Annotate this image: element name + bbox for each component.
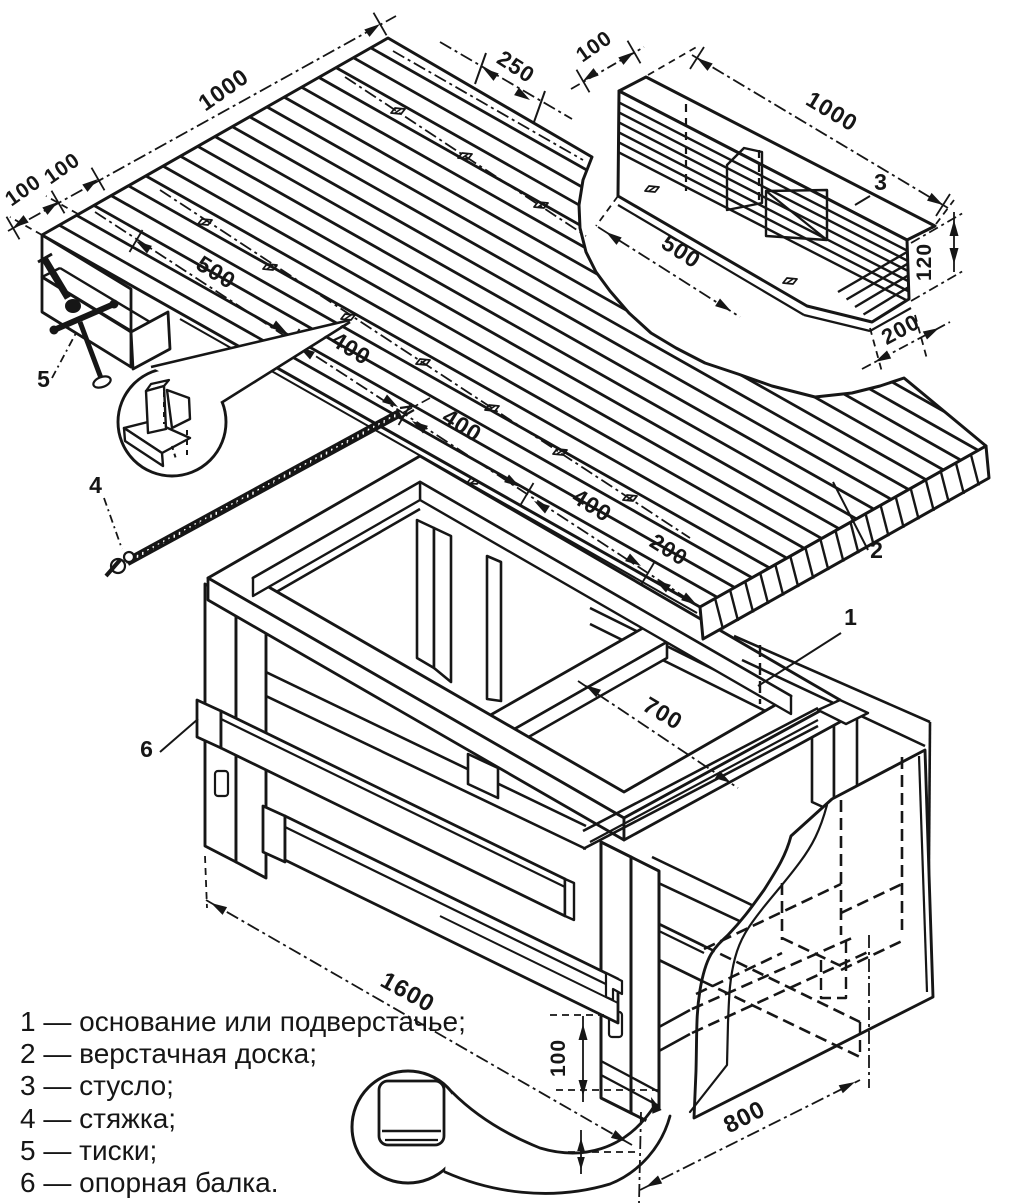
svg-text:5 — тиски;: 5 — тиски; — [20, 1135, 157, 1166]
svg-text:120: 120 — [913, 243, 936, 281]
svg-text:4 — стяжка;: 4 — стяжка; — [20, 1103, 176, 1134]
svg-text:1 — основание или подверстачье: 1 — основание или подверстачье; — [20, 1006, 466, 1037]
svg-text:6 — опорная балка.: 6 — опорная балка. — [20, 1167, 279, 1198]
svg-text:4: 4 — [89, 472, 103, 498]
svg-text:5: 5 — [37, 366, 51, 392]
svg-text:3: 3 — [874, 169, 888, 195]
svg-text:6: 6 — [140, 736, 154, 762]
svg-text:1: 1 — [844, 604, 858, 630]
svg-text:2 — верстачная доска;: 2 — верстачная доска; — [20, 1038, 317, 1069]
svg-text:100: 100 — [547, 1039, 570, 1077]
svg-text:3 — стусло;: 3 — стусло; — [20, 1070, 174, 1101]
svg-text:2: 2 — [870, 537, 884, 563]
